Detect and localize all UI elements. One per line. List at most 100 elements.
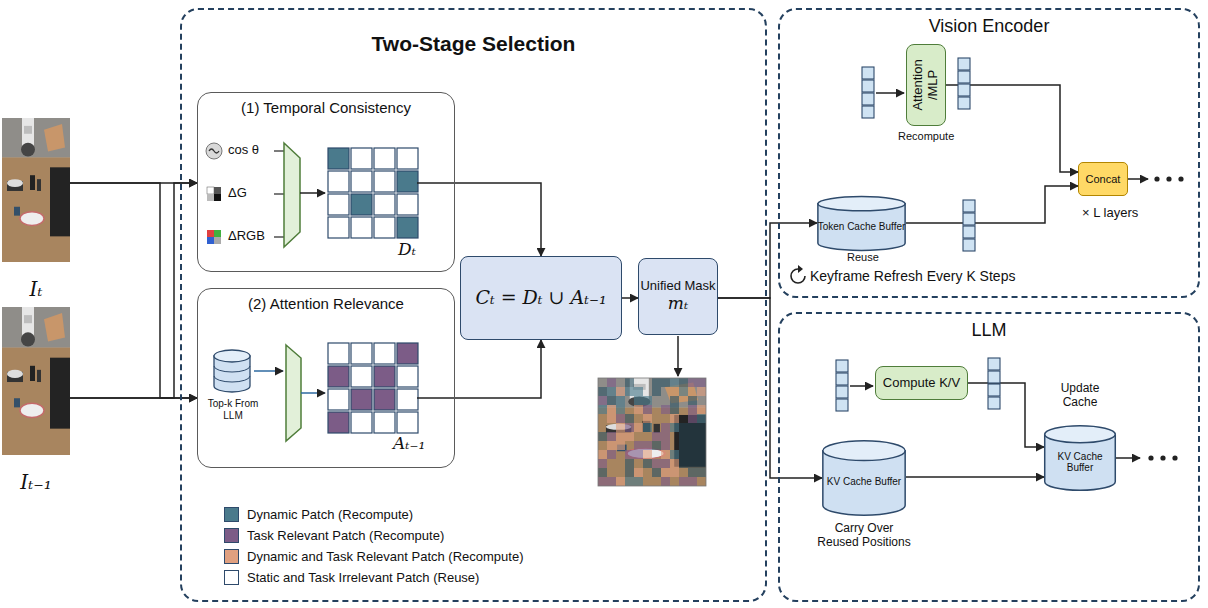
cache-cylinder: KV Cache Buffer — [822, 440, 906, 516]
grid-cell — [328, 389, 349, 410]
grid-cell — [328, 171, 349, 192]
text-label: Carry Over Reused Positions — [816, 522, 912, 550]
mask-cell — [616, 441, 625, 450]
mask-cell — [616, 405, 625, 414]
grid-cell — [397, 389, 418, 410]
node-title: Unified Mask — [640, 279, 715, 294]
mask-cell — [670, 423, 679, 432]
node-text: mₜ — [668, 294, 688, 314]
mask-cell — [625, 387, 634, 396]
input-frame: Iₜ₋₁ — [2, 307, 70, 455]
grid-cell — [374, 217, 395, 238]
mask-cell — [652, 432, 661, 441]
mask-cell — [670, 378, 679, 387]
mask-cell — [607, 378, 616, 387]
token-square — [836, 399, 848, 411]
mask-cell — [688, 423, 697, 432]
mask-cell — [697, 459, 706, 468]
mask-cell — [652, 441, 661, 450]
token-square — [836, 373, 848, 385]
mask-cell — [688, 405, 697, 414]
grid-cell — [328, 412, 349, 433]
stage-panel: Vision EncoderAttention /MLPToken Cache … — [778, 8, 1200, 298]
token-square — [988, 358, 1000, 370]
connector — [70, 183, 197, 398]
grid-cell — [351, 412, 372, 433]
token-square — [862, 80, 874, 92]
connector — [906, 476, 1044, 478]
token-square — [836, 386, 848, 398]
mask-cell — [688, 459, 697, 468]
mask-cell — [679, 423, 688, 432]
token-square — [862, 106, 874, 118]
grid-cell — [351, 217, 372, 238]
text-label: Update Cache — [1048, 382, 1112, 410]
mask-cell — [634, 450, 643, 459]
grid-cell — [397, 217, 418, 238]
connector — [718, 223, 817, 298]
mask-cell — [643, 459, 652, 468]
grid-cell — [328, 217, 349, 238]
token-square — [836, 360, 848, 372]
legend-swatch — [224, 528, 239, 543]
mask-cell — [679, 378, 688, 387]
mask-cell — [652, 378, 661, 387]
mask-cell — [625, 414, 634, 423]
mask-cell — [679, 477, 688, 486]
text-label: Top-k From LLM — [200, 398, 266, 421]
mask-cell — [670, 459, 679, 468]
node-title: Iₜ₋₁ — [0, 471, 84, 494]
mask-cell — [661, 405, 670, 414]
mask-cell — [625, 432, 634, 441]
mask-image — [598, 336, 706, 486]
mask-cell — [625, 450, 634, 459]
grid-cell — [397, 366, 418, 387]
cylinder-top — [818, 196, 905, 210]
mask-cell — [697, 441, 706, 450]
mask-cell — [661, 477, 670, 486]
token-square — [958, 58, 970, 70]
mask-cell — [625, 423, 634, 432]
grid-cell — [397, 171, 418, 192]
grid-cell — [374, 412, 395, 433]
mask-cell — [688, 432, 697, 441]
mask-cell — [616, 432, 625, 441]
process-box: Compute K/V — [875, 366, 968, 400]
grid-cell — [328, 194, 349, 215]
node-title: Iₜ — [0, 278, 84, 301]
mask-cell — [625, 477, 634, 486]
text-label: × L layers — [1082, 206, 1138, 221]
mask-cell — [643, 414, 652, 423]
text-label: cos θ — [228, 143, 259, 158]
grid-cell — [397, 194, 418, 215]
mask-cell — [679, 432, 688, 441]
mask-cell — [697, 450, 706, 459]
node-title: (1) Temporal Consistency — [198, 99, 454, 116]
mask-cell — [697, 405, 706, 414]
mask-cell — [598, 450, 607, 459]
node-title: Token Cache Buffer — [818, 221, 906, 233]
node-title: KV Cache Buffer — [827, 476, 901, 488]
mask-cell — [670, 450, 679, 459]
mask-cell — [697, 387, 706, 396]
token-square — [958, 71, 970, 83]
mask-cell — [688, 477, 697, 486]
mask-cell — [625, 468, 634, 477]
legend: Dynamic Patch (Recompute)Task Relevant P… — [224, 504, 524, 588]
token-square — [963, 226, 975, 238]
mask-cell — [652, 387, 661, 396]
grid-cell — [374, 343, 395, 364]
mask-cell — [661, 423, 670, 432]
grid-cell — [374, 389, 395, 410]
grid-cell — [397, 148, 418, 169]
grid-cell — [351, 343, 372, 364]
token-square — [862, 93, 874, 105]
mask-cell — [688, 468, 697, 477]
token-square — [958, 84, 970, 96]
grid-cell — [374, 171, 395, 192]
legend-row: Dynamic and Task Relevant Patch (Recompu… — [224, 546, 524, 567]
mask-cell — [634, 423, 643, 432]
text-label: Recompute — [898, 130, 954, 143]
cache-cylinder: KV Cache Buffer — [1044, 425, 1116, 491]
mask-cell — [679, 387, 688, 396]
